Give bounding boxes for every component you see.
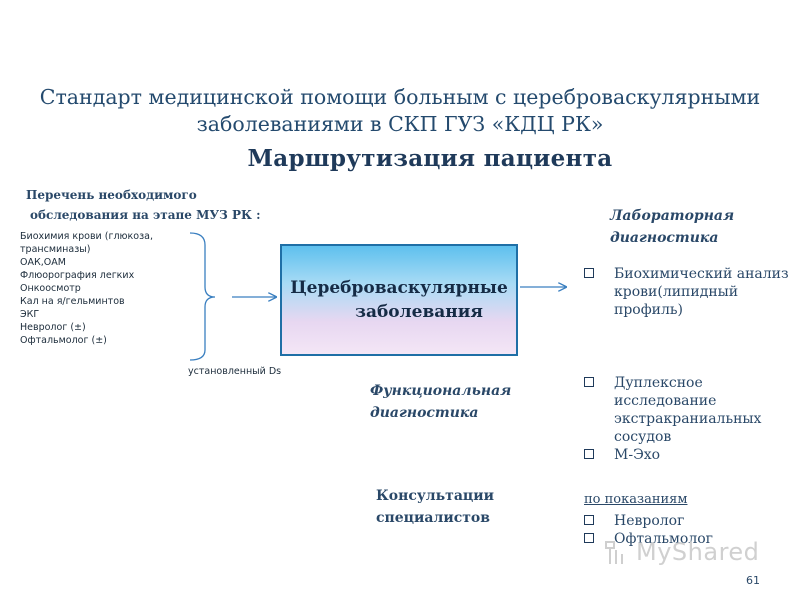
slide-subtitle: Маршрутизация пациента bbox=[247, 145, 613, 172]
watermark-text: MyShared bbox=[636, 538, 760, 566]
diagnosis-box-line1: Цереброваскулярные bbox=[290, 278, 508, 298]
checkbox-bullet-icon bbox=[584, 515, 594, 525]
consult-item: Офтальмолог bbox=[584, 530, 794, 548]
checkbox-bullet-icon bbox=[584, 533, 594, 543]
exam-list: Биохимия крови (глюкоза, трансминазы) ОА… bbox=[20, 230, 153, 347]
consult-heading-line1: Консультации bbox=[376, 488, 495, 504]
consult-heading-line2: специалистов bbox=[376, 510, 490, 526]
functional-item-text: Дуплексное исследование экстракраниальны… bbox=[614, 375, 762, 445]
checkbox-bullet-icon bbox=[584, 449, 594, 459]
exam-item: трансминазы) bbox=[20, 244, 91, 255]
diagnosis-note: установленный Ds bbox=[188, 366, 282, 377]
lab-heading-line1: Лабораторная bbox=[610, 208, 735, 224]
consult-list: Невролог Офтальмолог bbox=[584, 512, 794, 548]
lab-heading-line2: диагностика bbox=[610, 230, 719, 246]
consult-item-text: Невролог bbox=[614, 513, 685, 529]
list-brace bbox=[189, 232, 216, 361]
functional-heading-line2: диагностика bbox=[370, 405, 479, 421]
slide-title: Стандарт медицинской помощи больным с це… bbox=[0, 84, 800, 138]
exam-item: Кал на я/гельминтов bbox=[20, 296, 125, 307]
checkbox-bullet-icon bbox=[584, 377, 594, 387]
slide-title-line1: Стандарт медицинской помощи больным с це… bbox=[39, 85, 761, 109]
functional-item: Дуплексное исследование экстракраниальны… bbox=[584, 374, 794, 446]
functional-item: М-Эхо bbox=[584, 446, 794, 464]
lab-item: Биохимический анализ крови(липидный проф… bbox=[584, 265, 794, 319]
exam-item: Офтальмолог (±) bbox=[20, 335, 107, 346]
exam-item: Биохимия крови (глюкоза, bbox=[20, 231, 153, 242]
exam-item: Невролог (±) bbox=[20, 322, 86, 333]
slide-title-line2: заболеваниями в СКП ГУЗ «КДЦ РК» bbox=[196, 112, 604, 136]
exam-item: ЭКГ bbox=[20, 309, 40, 320]
diagnosis-box: Цереброваскулярные заболевания bbox=[280, 244, 518, 356]
lab-list: Биохимический анализ крови(липидный проф… bbox=[584, 265, 794, 319]
lab-item-text: Биохимический анализ крови(липидный проф… bbox=[614, 266, 789, 318]
exam-list-header-line1: Перечень необходимого bbox=[26, 188, 197, 202]
checkbox-bullet-icon bbox=[584, 268, 594, 278]
exam-list-header: Перечень необходимого обследования на эт… bbox=[26, 185, 261, 225]
page-number: 61 bbox=[746, 574, 760, 587]
consultations-heading: Консультации специалистов bbox=[376, 485, 494, 529]
exam-list-header-line2: обследования на этапе МУЗ РК : bbox=[30, 208, 261, 222]
functional-item-text: М-Эхо bbox=[614, 447, 661, 463]
consult-item-text: Офтальмолог bbox=[614, 531, 714, 547]
exam-item: Онкоосмотр bbox=[20, 283, 81, 294]
exam-item: ОАК,ОАМ bbox=[20, 257, 66, 268]
functional-list: Дуплексное исследование экстракраниальны… bbox=[584, 374, 794, 464]
functional-diagnostics-heading: Функциональная диагностика bbox=[370, 380, 511, 424]
exam-item: Флюорография легких bbox=[20, 270, 135, 281]
consult-item: Невролог bbox=[584, 512, 794, 530]
watermark-logo-icon bbox=[605, 541, 623, 564]
lab-diagnostics-heading: Лабораторная диагностика bbox=[610, 205, 734, 249]
indications-label: по показаниям bbox=[584, 492, 688, 507]
diagnosis-box-line2: заболевания bbox=[355, 302, 483, 322]
functional-heading-line1: Функциональная bbox=[370, 383, 512, 399]
